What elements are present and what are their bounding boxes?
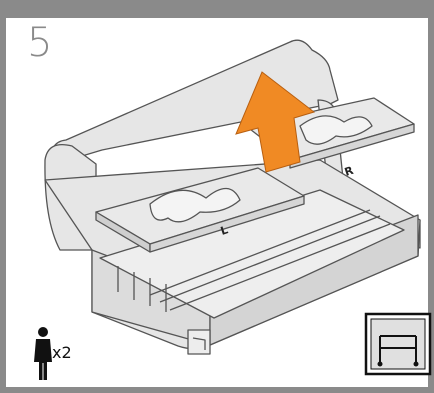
person-icon: [34, 327, 52, 380]
people-count-label: x2: [52, 343, 72, 362]
box-handle: [188, 330, 210, 354]
stand-frame-icon: [366, 314, 430, 374]
